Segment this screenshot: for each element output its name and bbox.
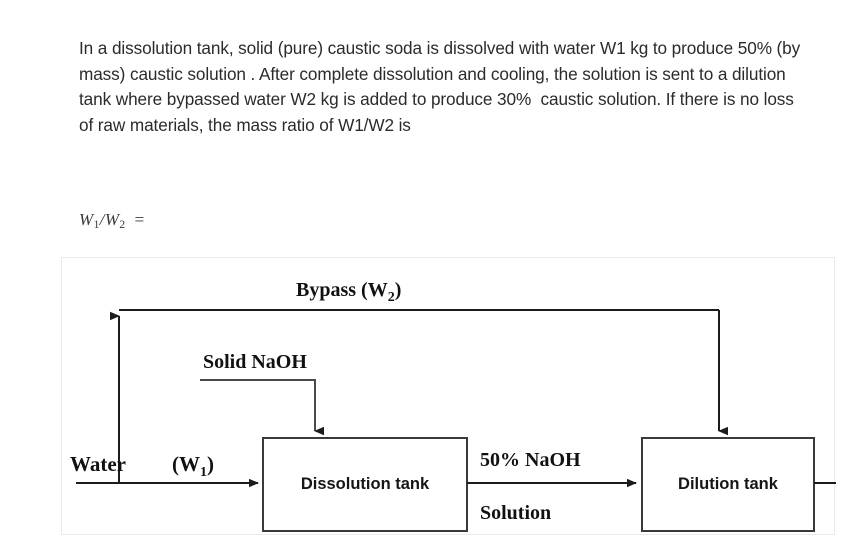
w1-stream-label: (W1) bbox=[172, 452, 214, 480]
formula-equals-sign: = bbox=[134, 210, 145, 229]
solid-naoh-feed-arrow bbox=[200, 379, 324, 436]
stream-solution-label: Solution bbox=[480, 502, 551, 524]
bypass-label-text: Bypass (W bbox=[296, 279, 388, 301]
w1-open-paren: (W bbox=[172, 452, 200, 476]
w1-subscript: 1 bbox=[200, 465, 207, 480]
process-flow-diagram: Bypass (W2) Solid NaOH Water (W1) Dissol… bbox=[70, 279, 836, 532]
bypass-label-subscript: 2 bbox=[388, 290, 395, 305]
stream-concentration-label: 50% NaOH bbox=[480, 449, 581, 471]
question-statement: In a dissolution tank, solid (pure) caus… bbox=[79, 38, 805, 135]
dilution-tank-label: Dilution tank bbox=[678, 475, 779, 493]
formula-slash: / bbox=[99, 210, 105, 229]
dissolution-tank-box[interactable] bbox=[262, 437, 468, 532]
solid-naoh-label: Solid NaOH bbox=[203, 351, 307, 373]
formula-w1-symbol: W bbox=[79, 210, 94, 229]
answer-formula: W1/W2= bbox=[79, 210, 145, 231]
formula-w2-subscript: 2 bbox=[119, 219, 126, 232]
bypass-label: Bypass (W2) bbox=[296, 279, 401, 305]
bypass-label-close-paren: ) bbox=[395, 279, 402, 301]
water-label: Water bbox=[70, 452, 126, 476]
dissolution-tank-label: Dissolution tank bbox=[301, 475, 430, 493]
w1-close-paren: ) bbox=[207, 452, 214, 476]
process-flow-diagram-container: Bypass (W2) Solid NaOH Water (W1) Dissol… bbox=[61, 257, 836, 535]
formula-w1-subscript: 1 bbox=[93, 219, 100, 232]
dilution-tank-box[interactable] bbox=[641, 437, 815, 532]
formula-w2-symbol: W bbox=[104, 210, 120, 229]
